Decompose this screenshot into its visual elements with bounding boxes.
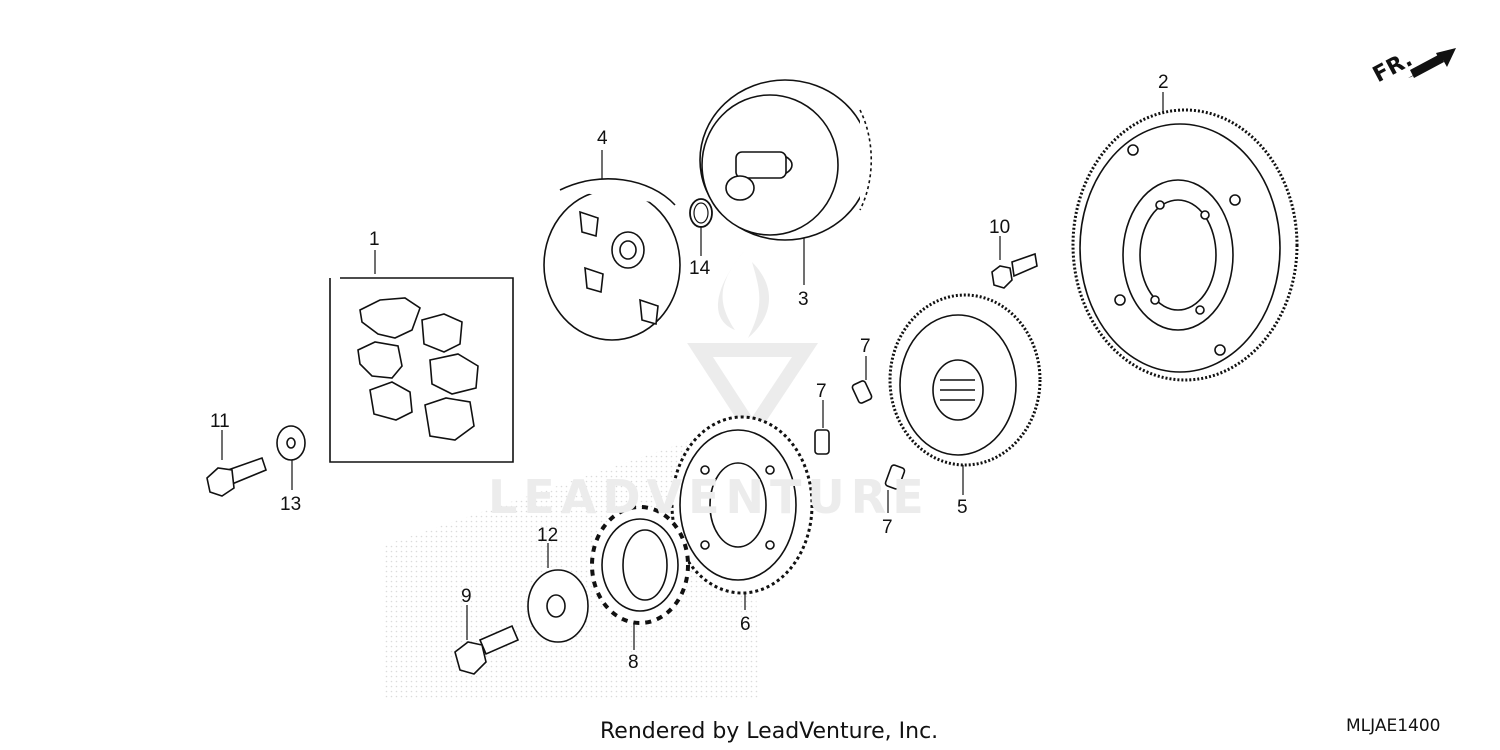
part-4-clutch-outer xyxy=(543,178,681,341)
callout-6: 6 xyxy=(740,614,751,635)
part-1-damper-rubber-set xyxy=(329,277,514,463)
front-direction-arrow xyxy=(1408,48,1456,78)
diagram-code: MLJAE1400 xyxy=(1346,716,1441,736)
callout-7-bottom: 7 xyxy=(882,517,893,538)
callout-14: 14 xyxy=(689,258,711,279)
part-13-washer xyxy=(276,425,306,461)
watermark-logo xyxy=(385,250,819,700)
part-7-springs xyxy=(814,380,906,490)
callout-10: 10 xyxy=(989,217,1011,238)
callout-11: 11 xyxy=(210,411,230,432)
callout-1: 1 xyxy=(369,229,380,250)
callout-4: 4 xyxy=(597,128,608,149)
callout-9: 9 xyxy=(461,586,472,607)
part-6-sprocket-gear xyxy=(670,415,814,595)
callout-5: 5 xyxy=(957,497,968,518)
part-11-bolt xyxy=(206,456,267,497)
part-14-o-ring xyxy=(689,198,713,228)
part-12-washer xyxy=(527,569,589,643)
callout-3: 3 xyxy=(798,289,809,310)
part-9-bolt xyxy=(454,624,520,675)
watermark-text: LEADVENTURE xyxy=(488,470,930,524)
part-3-clutch-drum xyxy=(699,79,872,241)
callout-7-middle: 7 xyxy=(816,381,827,402)
callout-2: 2 xyxy=(1158,72,1169,93)
callout-13: 13 xyxy=(280,494,302,515)
callout-12: 12 xyxy=(537,525,559,546)
part-2-primary-driven-gear xyxy=(1071,108,1299,382)
rendered-by-credit: Rendered by LeadVenture, Inc. xyxy=(600,719,939,744)
callout-8: 8 xyxy=(628,652,639,673)
part-5-gear xyxy=(888,293,1042,467)
part-10-bolt xyxy=(991,252,1038,289)
part-8-one-way-clutch xyxy=(590,505,690,625)
callout-7-top: 7 xyxy=(860,336,871,357)
